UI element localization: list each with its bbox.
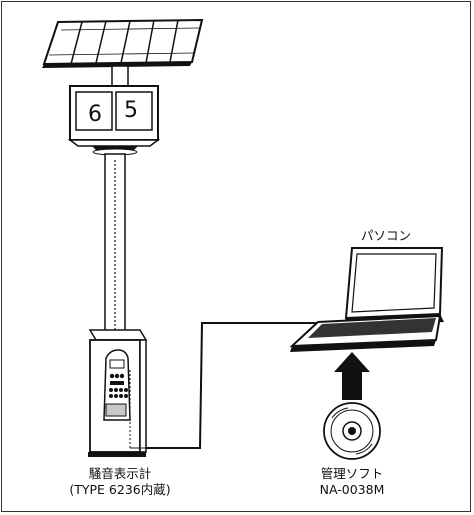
solar-panel [42, 18, 204, 68]
panel-mount [111, 65, 129, 87]
software-label-line1: 管理ソフト [320, 466, 384, 481]
display-digit-right: 5 [124, 98, 138, 123]
pole [104, 153, 126, 335]
sound-level-meter [103, 349, 131, 421]
meter-label-line1: 騒音表示計 [88, 466, 152, 481]
display-digit-left: 6 [88, 102, 102, 127]
laptop-pc [289, 247, 444, 352]
noise-display-board: 6 5 [67, 85, 161, 156]
software-cd [323, 402, 381, 460]
meter-label-line2: (TYPE 6236内蔵) [69, 482, 171, 497]
upload-arrow [334, 352, 370, 400]
software-label-line2: NA-0038M [319, 482, 385, 497]
connection-cable [146, 322, 318, 449]
pc-label: パソコン [360, 228, 411, 243]
